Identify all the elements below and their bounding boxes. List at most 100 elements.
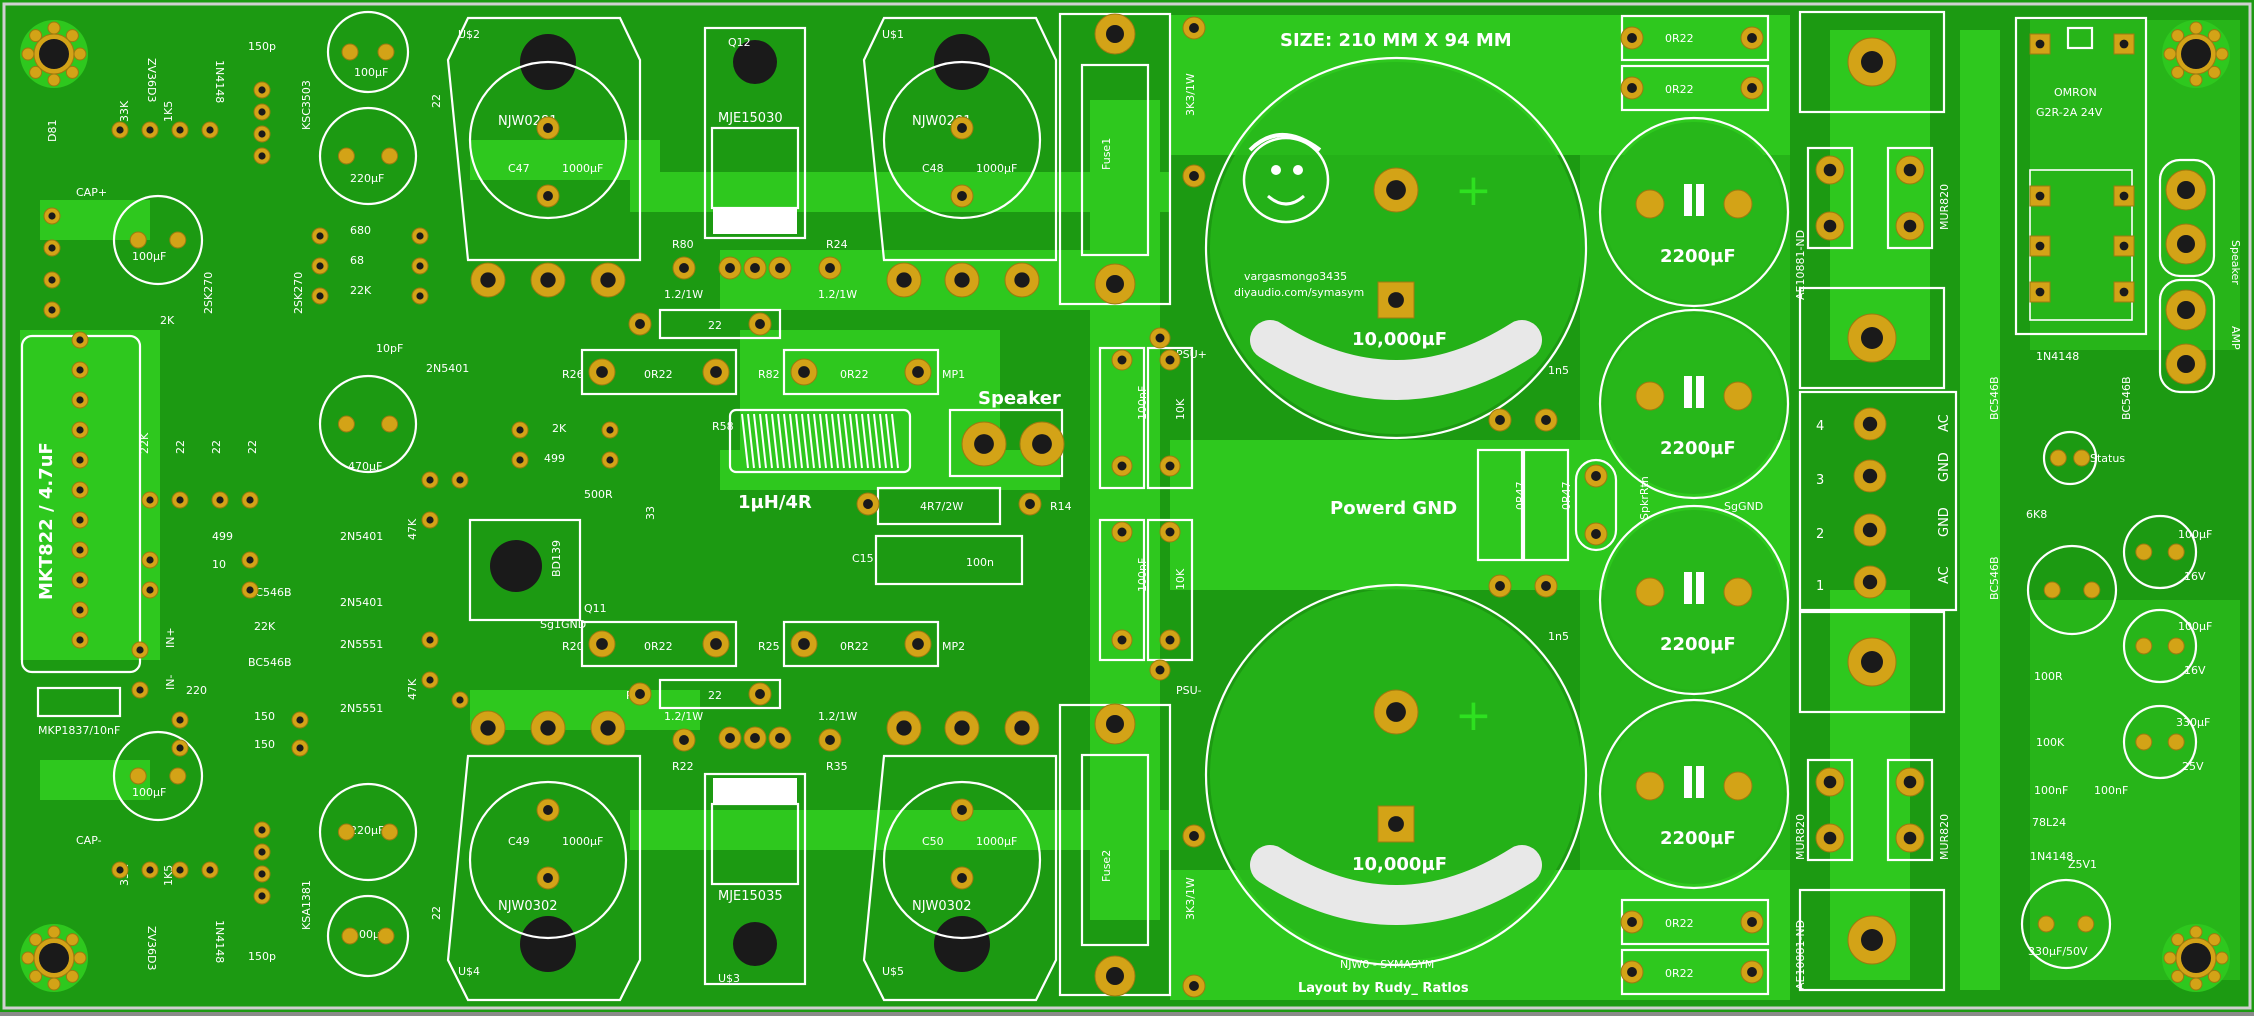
driver-transistor-q11: BD139 Q11 — [468, 518, 607, 622]
solder-pad — [748, 682, 772, 706]
solder-pad — [818, 256, 842, 280]
label-zener-top: ZV36D3 — [145, 58, 158, 103]
label-c48: 1000µF — [976, 162, 1017, 175]
solder-pad — [451, 471, 469, 489]
bottom-title: NJW0 - SYMASYM — [1340, 958, 1434, 971]
solder-pad — [2029, 185, 2051, 207]
small-cap — [318, 106, 418, 206]
small-cap — [2122, 514, 2198, 590]
label-bc546b-a: BC546B — [1988, 376, 2001, 420]
big-cap-bottom-value: 10,000µF — [1352, 854, 1447, 875]
small-cap — [2122, 704, 2198, 780]
solder-pad — [411, 257, 429, 275]
solder-pad — [1094, 703, 1136, 745]
label-psu-plus: PSU+ — [1176, 348, 1207, 361]
solder-pad — [253, 887, 271, 905]
small-cap — [2026, 544, 2118, 636]
big-cap-top-value: 10,000µF — [1352, 329, 1447, 350]
relay-brand: OMRON — [2054, 86, 2097, 99]
solder-pad — [1094, 955, 1136, 997]
solder-pad — [2113, 235, 2135, 257]
solder-pad — [1740, 26, 1764, 50]
ref-us2: U$2 — [458, 28, 480, 41]
small-cap — [2042, 430, 2098, 486]
solder-pad — [1182, 16, 1206, 40]
solder-pad — [2113, 33, 2135, 55]
ref-r24: R24 — [826, 238, 848, 251]
mounting-hole — [2162, 924, 2230, 992]
solder-pad — [1182, 824, 1206, 848]
solder-pad — [536, 798, 560, 822]
label-in-minus: IN- — [164, 675, 177, 690]
solder-pad — [1159, 521, 1181, 543]
solder-pad — [950, 798, 974, 822]
label-2k-left: 2K — [160, 314, 175, 327]
label-3k3-top: 3K3/1W — [1184, 73, 1197, 116]
coil-turn — [855, 413, 863, 469]
ref-mp2: MP2 — [942, 640, 965, 653]
solder-pad — [470, 262, 506, 298]
coil-turn — [831, 413, 839, 469]
solder-pad — [1853, 459, 1887, 493]
output-transistor-us5: U$5 NJW0302 C50 1000µF — [862, 754, 1058, 1002]
emitter-resistors: 0R22 0R22 0R22 0R22 R26 R82 R20 R25 MP1 … — [562, 238, 1072, 773]
label-sg-gnd-right: SgGND — [1724, 500, 1763, 513]
label-2n5551-b: 2N5551 — [340, 702, 383, 715]
solder-pad — [253, 821, 271, 839]
solder-pad — [1620, 910, 1644, 934]
small-cap — [2122, 608, 2198, 684]
coil-turn — [747, 413, 755, 469]
coil-turn — [777, 413, 785, 469]
solder-pad — [818, 728, 842, 752]
solder-pad — [71, 571, 89, 589]
solder-pad — [1620, 26, 1644, 50]
solder-pad — [790, 358, 818, 386]
solder-pad — [1159, 629, 1181, 651]
solder-pad — [253, 843, 271, 861]
label-mur820-b: MUR820 — [1938, 184, 1951, 230]
label-c49: 1000µF — [562, 835, 603, 848]
label-r24: 1.2/1W — [818, 288, 857, 301]
smooth-cap-value: 2200µF — [1660, 438, 1736, 459]
label-220-left: 220 — [186, 684, 207, 697]
out-res-c: 0R22 — [1665, 917, 1694, 930]
label-10k-b: 10K — [1174, 568, 1187, 590]
label-499-mid: 499 — [544, 452, 565, 465]
ref-r80: R80 — [672, 238, 694, 251]
solder-pad — [672, 256, 696, 280]
solder-pad — [904, 630, 932, 658]
solder-pad — [201, 121, 219, 139]
solder-pad — [1159, 455, 1181, 477]
label-22-b: 22 — [210, 440, 223, 454]
speaker-connector: Speaker AMP — [2158, 158, 2242, 394]
label-speaker-right: Speaker — [2229, 240, 2242, 285]
solder-pad — [1740, 910, 1764, 934]
label-q13: MJE15035 — [718, 889, 783, 904]
author-url: diyaudio.com/symasym — [1234, 286, 1364, 299]
solder-pad — [43, 239, 61, 257]
label-330uf50v: 330µF/50V — [2028, 945, 2088, 958]
solder-pad — [71, 331, 89, 349]
label-z5v1: Z5V1 — [2068, 858, 2097, 871]
smooth-cap-value: 2200µF — [1660, 828, 1736, 849]
mounting-hole — [2162, 20, 2230, 88]
solder-pad — [768, 256, 792, 280]
mounting-hole — [20, 20, 88, 88]
label-100uf-c21: 100µF — [132, 786, 166, 799]
solder-pad — [253, 125, 271, 143]
solder-pad — [628, 312, 652, 336]
solder-pad — [588, 358, 616, 386]
label-1n5-b: 1n5 — [1548, 630, 1569, 643]
ref-q12: Q12 — [728, 36, 751, 49]
label-100uf-c22: 100µF — [132, 250, 166, 263]
ref-c48: C48 — [922, 162, 944, 175]
solder-pad — [421, 511, 439, 529]
solder-pad — [311, 227, 329, 245]
coil-turn — [825, 413, 833, 469]
solder-pad — [1159, 349, 1181, 371]
label-680: 680 — [350, 224, 371, 237]
solder-pad — [171, 861, 189, 879]
solder-pad — [748, 312, 772, 336]
terminal-block — [1798, 10, 1946, 114]
smooth-cap — [1598, 308, 1790, 500]
